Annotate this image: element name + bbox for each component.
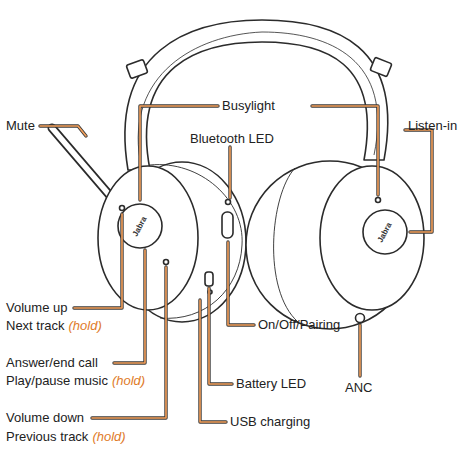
control-label: Previous track xyxy=(6,429,88,444)
hold-note: (hold) xyxy=(92,429,125,444)
part-label: Mute xyxy=(6,118,35,133)
hold-note: (hold) xyxy=(69,318,102,333)
control-label: Volume up xyxy=(6,300,67,315)
control-label: Answer/end call xyxy=(6,355,98,370)
part-label: Battery LED xyxy=(236,376,306,391)
control-label: Next track xyxy=(6,318,65,333)
control-label: Volume down xyxy=(6,410,84,425)
hold-note: (hold) xyxy=(112,373,145,388)
part-label: Bluetooth LED xyxy=(190,131,274,146)
brand-logo: Jabra xyxy=(128,213,151,239)
brand-logo: Jabra xyxy=(373,219,396,245)
control-label: On/Off/Pairing xyxy=(258,317,340,332)
part-label: Listen-in xyxy=(408,118,457,133)
headset-drawing xyxy=(52,20,424,329)
part-label: Busylight xyxy=(222,98,275,113)
part-label: ANC xyxy=(345,380,372,395)
part-label: USB charging xyxy=(230,414,310,429)
control-label: Play/pause music xyxy=(6,373,108,388)
